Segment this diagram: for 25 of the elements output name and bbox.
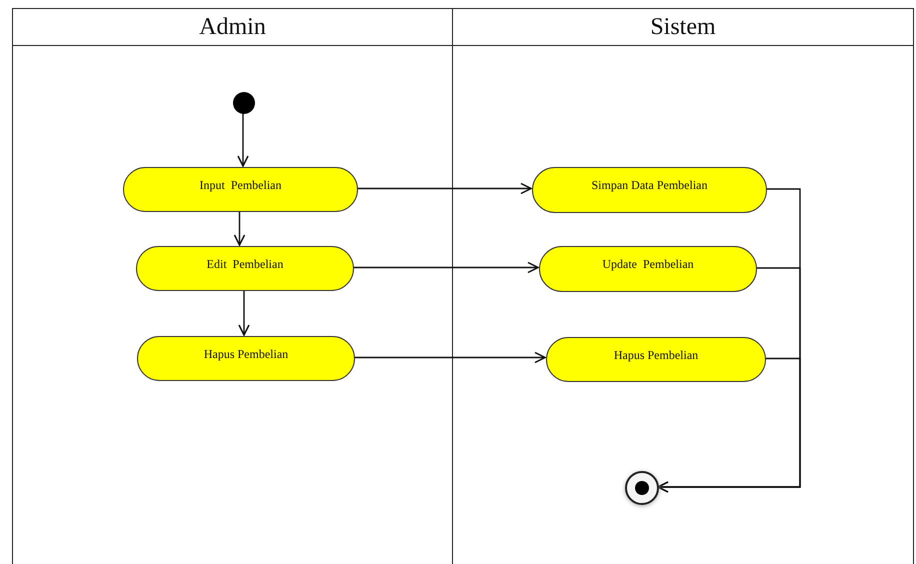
arrow	[354, 352, 546, 364]
arrow	[353, 262, 539, 274]
initial-node	[233, 92, 255, 114]
action-node	[136, 246, 354, 291]
lane-title: Admin	[199, 14, 266, 40]
action-label: Edit Pembelian	[206, 257, 284, 272]
action-label: Input Pembelian	[200, 178, 282, 193]
arrow	[237, 113, 249, 167]
lane-title: Sistem	[650, 14, 716, 40]
action-node	[123, 167, 358, 212]
action-label: Simpan Data Pembelian	[592, 178, 708, 193]
arrow	[238, 290, 250, 336]
action-label: Hapus Pembelian	[204, 347, 288, 362]
swimlane	[452, 8, 914, 564]
action-label: Update Pembelian	[602, 257, 694, 272]
arrow	[357, 182, 532, 194]
arrow	[657, 358, 801, 493]
arrow	[234, 211, 246, 246]
swimlane	[12, 8, 452, 564]
final-node	[625, 471, 659, 505]
action-node	[532, 167, 767, 213]
action-node	[137, 336, 355, 381]
action-node	[539, 246, 757, 292]
action-label: Hapus Pembelian	[614, 348, 698, 363]
action-node	[546, 337, 766, 382]
